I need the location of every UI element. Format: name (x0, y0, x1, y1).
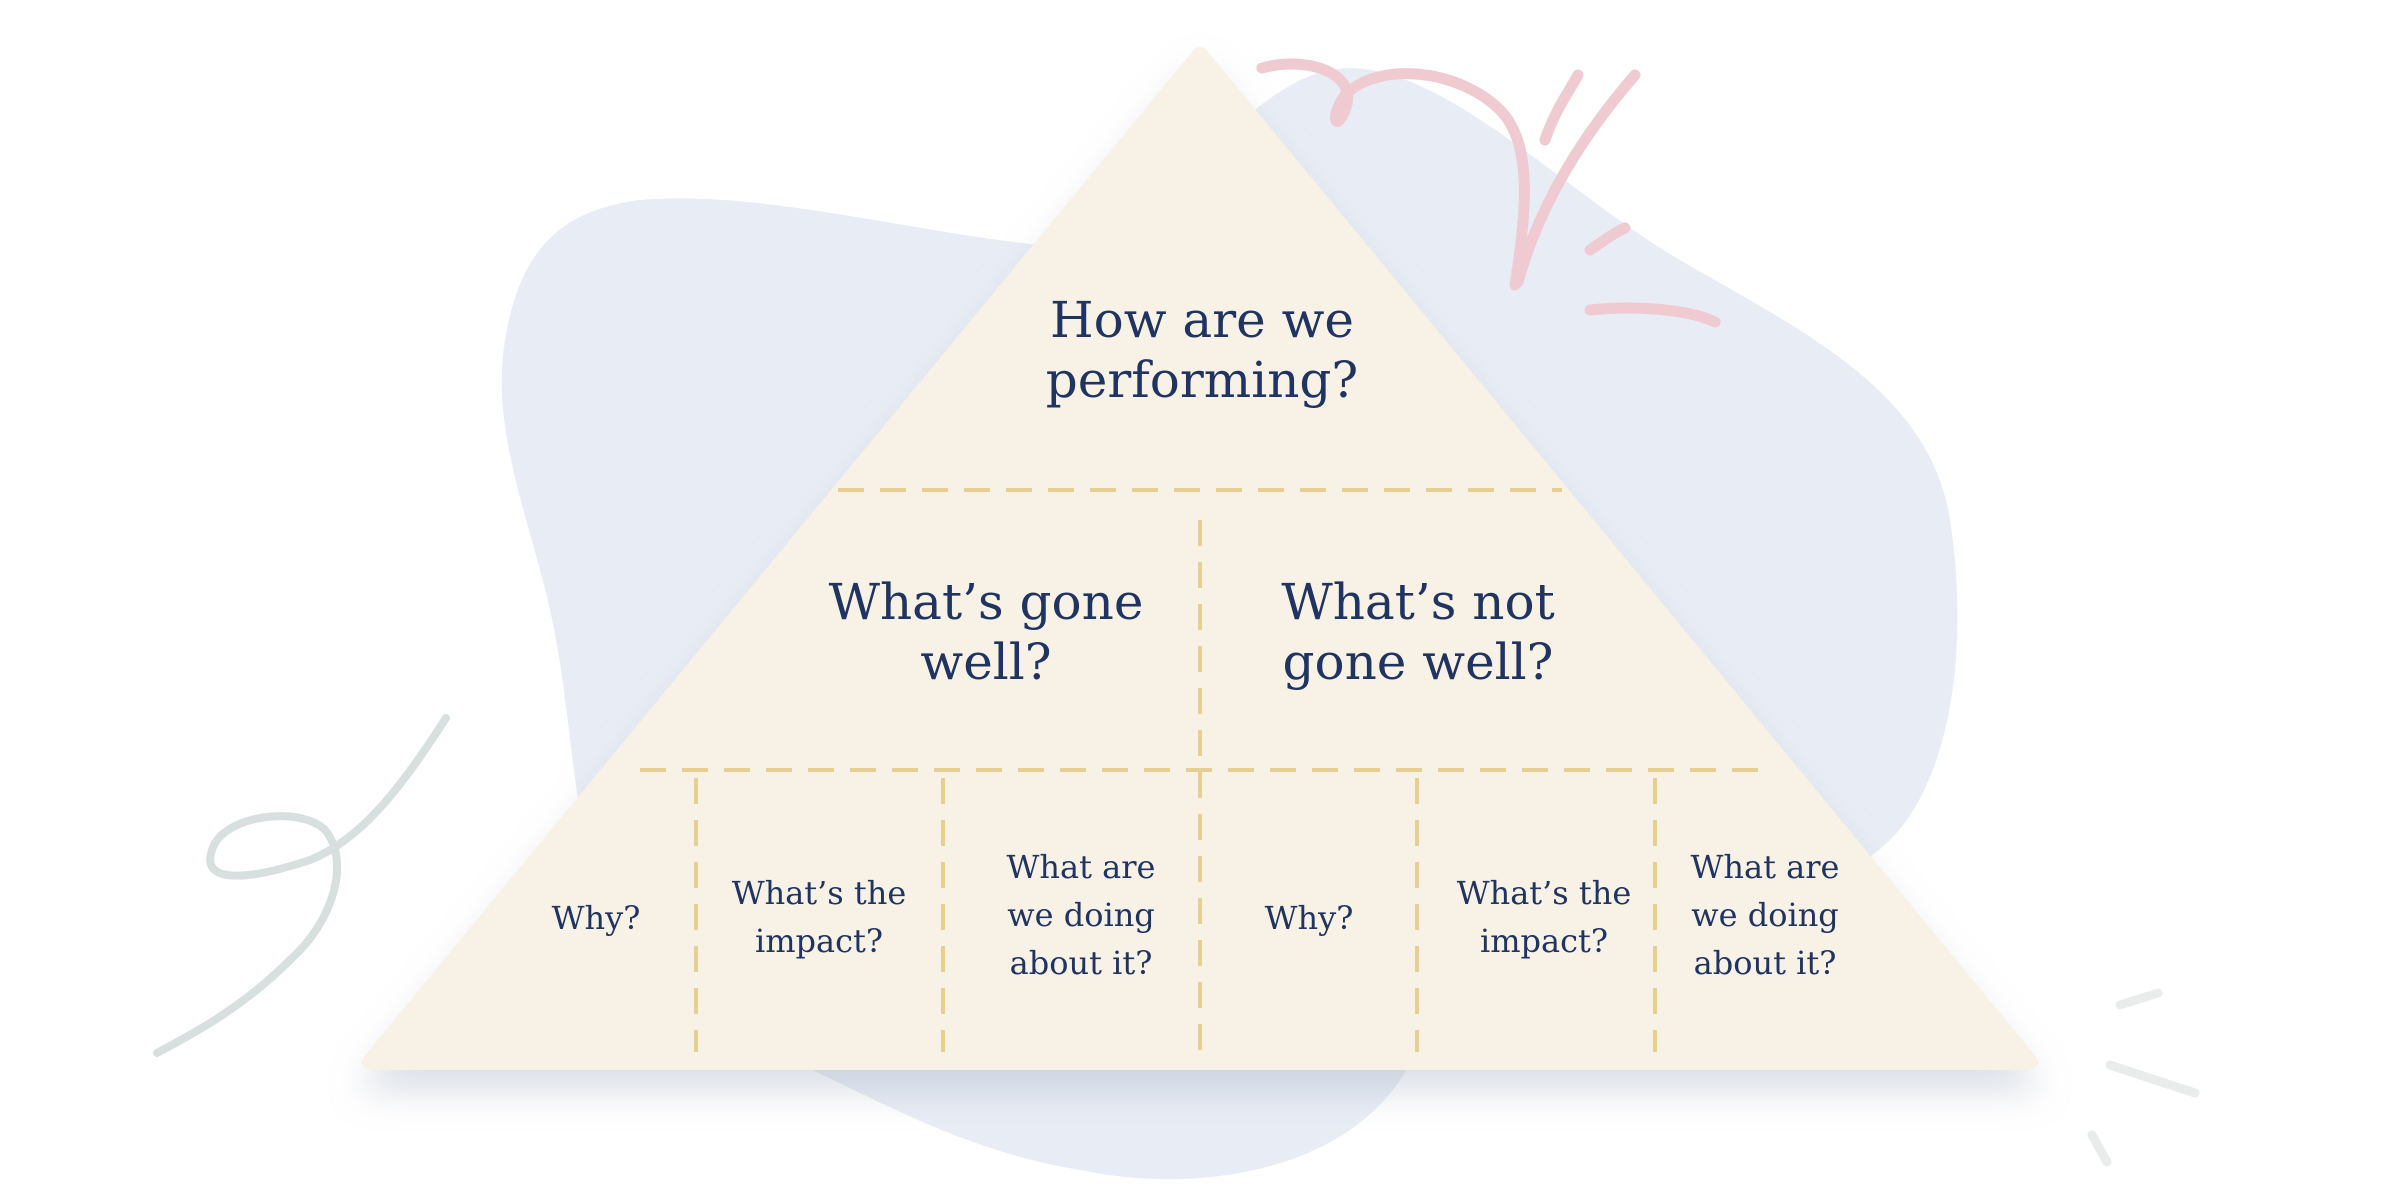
top-tier-label: How are we performing? (1045, 291, 1359, 409)
pyramid-shape (362, 47, 2038, 1070)
bottom-cell-impact-right: What’s the impact? (1456, 874, 1632, 960)
not-gone-well-label: What’s not gone well? (1281, 573, 1555, 691)
bottom-cell-why-left: Why? (551, 899, 641, 937)
bottom-cell-action-right: What are we doing about it? (1690, 848, 1840, 982)
bottom-cell-why-right: Why? (1264, 899, 1354, 937)
pyramid-dividers (640, 488, 1768, 1062)
grey-loop-decoration (153, 714, 450, 1057)
sparkle-decoration (2087, 988, 2200, 1167)
bottom-cell-impact-left: What’s the impact? (731, 874, 907, 960)
pink-squiggle-decoration (1256, 58, 1721, 328)
gone-well-label: What’s gone well? (828, 573, 1144, 691)
bottom-cell-action-left: What are we doing about it? (1006, 848, 1156, 982)
